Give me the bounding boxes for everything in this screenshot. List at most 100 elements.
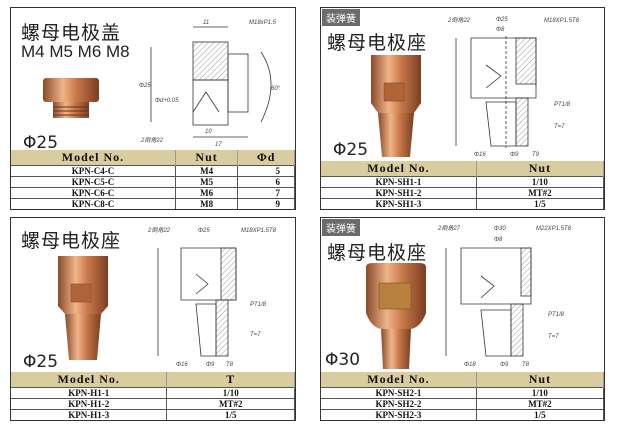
product-title: 螺母电极座 — [327, 32, 428, 54]
table-cell: 7 — [237, 187, 295, 199]
dimension-label: T=7 — [250, 332, 261, 338]
column-header: Model No. — [11, 372, 168, 388]
dimension-label: 2倒角22 — [447, 16, 471, 24]
dimension-label: 2倒角22 — [147, 226, 171, 234]
dimension-label: Φ18 — [464, 362, 476, 368]
dimension-label: Φ8 — [496, 27, 505, 33]
table-cell: KPN-H1-3 — [11, 409, 168, 420]
spring-tag: 装弹簧 — [322, 219, 360, 236]
dimension-label: T8 — [226, 362, 234, 368]
dimension-label: T=7 — [554, 124, 565, 130]
column-header: Φd — [237, 150, 295, 166]
dimension-label: Φ16 — [176, 362, 188, 368]
table-cell: M5 — [175, 176, 239, 188]
product-panel-h1: 螺母电极座 Φ25 2倒角22 Φ25 M18XP1.5T8 PT1/8 T=7… — [10, 217, 296, 421]
dimension-label: Φ9 — [510, 152, 519, 158]
table-cell: KPN-C8-C — [11, 198, 176, 209]
table-cell: 6 — [237, 176, 295, 188]
dimension-label: M18XP1.5T8 — [241, 228, 277, 234]
dimension-label: PT1/8 — [554, 102, 571, 108]
product-title: 螺母电极盖 — [21, 22, 122, 44]
table-header-row: Model No.T — [11, 372, 295, 388]
column-header: Model No. — [321, 372, 477, 388]
table-cell: KPN-C6-C — [11, 187, 176, 199]
table-cell: KPN-SH1-1 — [321, 176, 477, 188]
dimension-label: Φ25 — [139, 83, 151, 89]
diameter-label: Φ25 — [333, 140, 369, 160]
dimension-label: Φ25 — [496, 17, 508, 23]
table-cell: 9 — [237, 198, 295, 209]
dimension-label: Φ9 — [500, 362, 509, 368]
table-cell: 1/5 — [476, 409, 605, 420]
dimension-label: 60° — [271, 86, 281, 92]
dimension-label: M18XP1.5T8 — [544, 18, 580, 24]
dimension-label: T9 — [532, 152, 540, 158]
table-cell: M6 — [175, 187, 239, 199]
table-cell: 1/10 — [476, 176, 605, 188]
column-header: Nut — [175, 150, 239, 166]
table-cell: KPN-H1-1 — [11, 387, 168, 399]
dimension-label: 10 — [205, 129, 212, 135]
dimension-label: PT1/8 — [548, 312, 565, 318]
dimension-label: 2倒角27 — [437, 224, 461, 232]
dimension-label: M22XP1.5T8 — [536, 226, 572, 232]
technical-drawing: 2倒角27 Φ30 Φ8 M22XP1.5T8 PT1/8 T=7 Φ18 Φ9… — [437, 224, 572, 368]
dimension-label: Φ25 — [198, 228, 210, 234]
table-cell: KPN-H1-2 — [11, 398, 168, 410]
electrode-holder-photo — [366, 263, 426, 369]
dimension-label: M18xP1.5 — [249, 20, 277, 26]
dimension-label: PT1/8 — [250, 302, 267, 308]
table-cell: MT#2 — [476, 187, 605, 199]
table-cell: 1/5 — [166, 409, 295, 420]
table-cell: 1/10 — [166, 387, 295, 399]
electrode-holder-photo — [371, 55, 421, 157]
dimension-label: 17 — [215, 142, 222, 148]
dimension-label: Φ30 — [494, 226, 506, 232]
spring-tag: 装弹簧 — [322, 9, 360, 26]
dimension-label: T8 — [522, 362, 530, 368]
table-cell: KPN-SH2-2 — [321, 398, 477, 410]
table-cell: 5 — [237, 165, 295, 177]
dimension-label: 2倒角22 — [140, 136, 164, 144]
dimension-label: Φ16 — [474, 152, 486, 158]
table-cell: M4 — [175, 165, 239, 177]
nut-sizes: M4 M5 M6 M8 — [21, 42, 130, 61]
table-cell: KPN-C5-C — [11, 176, 176, 188]
column-header: Nut — [476, 161, 605, 177]
table-cell: KPN-SH1-2 — [321, 187, 477, 199]
product-panel-nut-electrode-cap: 螺母电极盖 M4 M5 M6 M8 Φ25 11 M18xP1.5 Φ25 Φd… — [10, 7, 296, 210]
dimension-label: T=7 — [548, 334, 559, 340]
electrode-holder-photo — [58, 256, 108, 360]
diameter-label: Φ25 — [23, 352, 59, 372]
product-panel-sh2: 装弹簧 螺母电极座 Φ30 2倒角27 Φ30 Φ8 M22XP1.5T8 PT… — [320, 217, 605, 421]
product-panel-sh1: 装弹簧 螺母电极座 Φ25 2倒角22 Φ25 Φ8 M18XP1.5T8 PT… — [320, 7, 605, 210]
dimension-label: Φ8 — [494, 237, 503, 243]
dimension-label: 11 — [203, 20, 209, 26]
table-header-row: Model No.Nut — [321, 161, 605, 177]
column-header: Model No. — [321, 161, 477, 177]
table-cell: MT#2 — [166, 398, 295, 410]
table-header-row: Model No.Nut — [321, 372, 605, 388]
electrode-cap-photo — [43, 78, 99, 118]
table-cell: KPN-C4-C — [11, 165, 176, 177]
technical-drawing: 2倒角22 Φ25 M18XP1.5T8 PT1/8 T=7 Φ16 Φ9 T8 — [147, 226, 277, 368]
table-cell: MT#2 — [476, 398, 605, 410]
column-header: Model No. — [11, 150, 176, 166]
technical-drawing: 2倒角22 Φ25 Φ8 M18XP1.5T8 PT1/8 T=7 Φ16 Φ9… — [447, 16, 580, 158]
